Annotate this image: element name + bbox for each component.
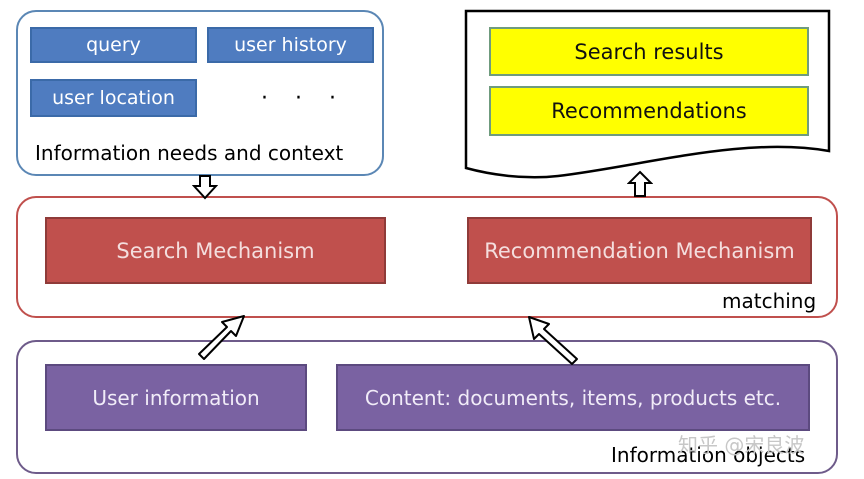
objects-group: User information Content: documents, ite…	[16, 340, 838, 474]
user-location-chip: user location	[30, 79, 197, 117]
diagonal-arrow-icon	[528, 316, 578, 365]
search-results-box: Search results	[489, 27, 809, 76]
recommendations-box: Recommendations	[489, 86, 809, 136]
ellipsis: · · ·	[261, 86, 346, 111]
objects-caption: Information objects	[611, 443, 806, 467]
query-chip: query	[30, 27, 197, 63]
matching-caption: matching	[722, 289, 817, 313]
watermark: 知乎 @宋良波	[678, 433, 805, 457]
user-history-chip: user history	[207, 27, 374, 63]
matching-group: Search Mechanism Recommendation Mechanis…	[16, 196, 838, 318]
context-caption: Information needs and context	[35, 141, 344, 165]
user-information-box: User information	[45, 364, 307, 431]
diagonal-arrow-icon	[198, 315, 245, 360]
content-box: Content: documents, items, products etc.	[336, 364, 810, 431]
recommendation-mechanism-box: Recommendation Mechanism	[467, 217, 812, 284]
down-arrow-icon	[192, 175, 218, 200]
context-group: query user history user location · · · I…	[16, 10, 384, 176]
search-mechanism-box: Search Mechanism	[45, 217, 386, 284]
up-arrow-icon	[627, 170, 653, 197]
